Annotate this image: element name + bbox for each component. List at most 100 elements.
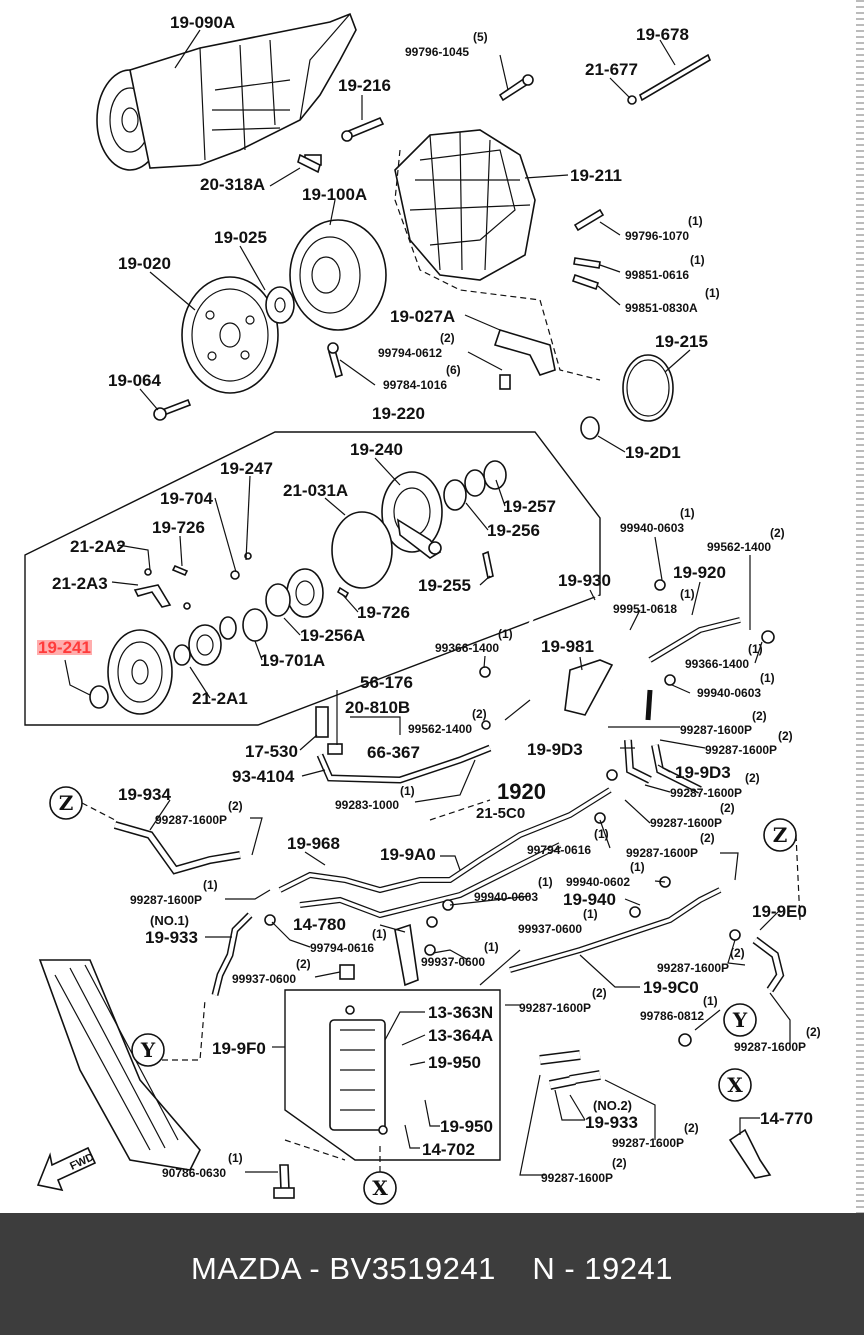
callout-14-702: 14-702	[422, 1140, 475, 1159]
qty-99784-1016: (6)	[446, 363, 461, 377]
qty-99937-0600-a: (1)	[583, 907, 598, 921]
pump-19-240	[381, 471, 443, 559]
qty-99366-1400-a: (1)	[498, 627, 513, 641]
qty-99794-0612: (2)	[440, 331, 455, 345]
cooler-14-702	[329, 1005, 388, 1135]
callout-19-247: 19-247	[220, 459, 273, 478]
bolt-19-064	[153, 398, 192, 421]
qty-99937-0600-b: (1)	[484, 940, 499, 954]
callout-19-216: 19-216	[338, 76, 391, 95]
part-number-footer: MAZDA - BV3519241 N - 19241	[0, 1213, 864, 1335]
bolt-99786-0812	[678, 1033, 692, 1047]
marker-z-right-label: Z	[773, 823, 788, 847]
callout-99796-1045: 99796-1045	[405, 45, 469, 59]
callout-99796-1070: 99796-1070	[625, 229, 689, 243]
marker-z-left	[49, 786, 83, 820]
callout-93-4104: 93-4104	[232, 767, 295, 786]
qty-99940-0602: (1)	[630, 860, 645, 874]
callout-99784-1016: 99784-1016	[383, 378, 447, 392]
bracket-19-027A	[493, 329, 556, 390]
radiator	[38, 959, 201, 1171]
callout-19-211: 19-211	[570, 166, 622, 185]
transmission-19-090A	[96, 12, 357, 171]
diagram-artwork: Z Z Y Y X X FWD 19-090A (5) 99796-1045 1…	[24, 12, 821, 1205]
marker-y-right-label: Y	[732, 1008, 748, 1032]
hose-19-933-no1	[211, 912, 253, 996]
qty-99287-1600P-b: (2)	[778, 729, 793, 743]
callout-19-256: 19-256	[487, 521, 540, 540]
adapter-19-025	[265, 286, 295, 324]
callout-19-933-a: 19-933	[145, 928, 198, 947]
callout-20-810B: 20-810B	[345, 698, 410, 717]
studs-99796-99851	[571, 208, 605, 291]
oring-21-031A	[331, 511, 393, 589]
callout-99287-1600P-k: 99287-1600P	[612, 1136, 684, 1150]
gear-21-2A1	[173, 624, 222, 666]
callout-21-677: 21-677	[585, 60, 638, 79]
callout-99851-0830A: 99851-0830A	[625, 301, 698, 315]
callout-19-950-a: 19-950	[428, 1053, 481, 1072]
callout-99951-0618: 99951-0618	[613, 602, 677, 616]
callout-19-027A: 19-027A	[390, 307, 455, 326]
qty-99366-1400-b: (1)	[748, 642, 763, 656]
callout-19-940: 19-940	[563, 890, 616, 909]
callout-19-950-b: 19-950	[440, 1117, 493, 1136]
callout-99283-1000: 99283-1000	[335, 798, 399, 812]
converter-housing-19-211	[394, 129, 536, 281]
marker-y-left-label: Y	[140, 1038, 156, 1062]
callout-99287-1600P-l: 99287-1600P	[541, 1171, 613, 1185]
callout-20-318A: 20-318A	[200, 175, 265, 194]
pipe-19-920	[645, 617, 741, 721]
marker-y-left	[131, 1033, 165, 1067]
bracket-14-780	[394, 916, 438, 987]
callout-19-256A: 19-256A	[300, 626, 365, 645]
pin-19-726	[171, 564, 350, 599]
qty-99796-1070: (1)	[688, 214, 703, 228]
rings-19-257-19-256	[443, 460, 507, 511]
callout-99287-1600P-b: 99287-1600P	[705, 743, 777, 757]
bolt-19-216	[341, 116, 385, 142]
callout-99794-0612: 99794-0612	[378, 346, 442, 360]
page-edge-strip	[856, 0, 864, 1213]
callout-99562-1400-b: 99562-1400	[408, 722, 472, 736]
qty-99794-0616-b: (1)	[372, 927, 387, 941]
bolt-19-255	[482, 550, 494, 580]
bolt-90786-0630	[273, 1164, 295, 1199]
marker-x-right	[718, 1068, 752, 1102]
hose-19-934	[113, 821, 241, 875]
callout-1920: 1920	[497, 779, 546, 804]
clips-upper-right	[479, 579, 775, 730]
hose-93-4104	[316, 744, 492, 784]
callout-99940-0603-b: 99940-0603	[697, 686, 761, 700]
parts-diagram: Z Z Y Y X X FWD 19-090A (5) 99796-1045 1…	[24, 0, 864, 1213]
callout-99937-0600-c: 99937-0600	[232, 972, 296, 986]
callout-21-5C0: 21-5C0	[476, 805, 525, 822]
misc-nuts	[264, 769, 741, 980]
callout-labels: 19-090A (5) 99796-1045 19-678 21-677 19-…	[38, 13, 821, 1185]
qty-99562-1400-a: (2)	[770, 526, 785, 540]
callout-99786-0812: 99786-0812	[640, 1009, 704, 1023]
callout-99287-1600P-g: 99287-1600P	[130, 893, 202, 907]
bolt-99784-1016	[327, 342, 343, 379]
qty-99287-1600P-i: (2)	[592, 986, 607, 1000]
callout-19-220: 19-220	[372, 404, 425, 423]
callout-19-240: 19-240	[350, 440, 403, 459]
seal-19-215	[622, 354, 674, 422]
oring-19-2D1	[580, 416, 600, 440]
marker-x-right-label: X	[727, 1073, 743, 1097]
callout-19-933-b: 19-933	[585, 1113, 638, 1132]
callout-19-920: 19-920	[673, 563, 726, 582]
stator-19-256A	[286, 568, 324, 618]
marker-y-right	[723, 1003, 757, 1037]
qty-99287-1600P-c: (2)	[745, 771, 760, 785]
hoses-19-9D3	[624, 739, 702, 794]
callout-19-241: 19-241	[38, 638, 91, 657]
qty-99940-0603-a: (1)	[680, 506, 695, 520]
rings-19-701A	[219, 583, 291, 642]
callout-90786-0630: 90786-0630	[162, 1166, 226, 1180]
callout-21-2A3: 21-2A3	[52, 574, 108, 593]
callout-99287-1600P-f: 99287-1600P	[626, 846, 698, 860]
dipstick-19-678	[627, 53, 711, 105]
bolt-99796-1045	[498, 74, 534, 102]
drive-plate-19-020	[181, 276, 279, 394]
